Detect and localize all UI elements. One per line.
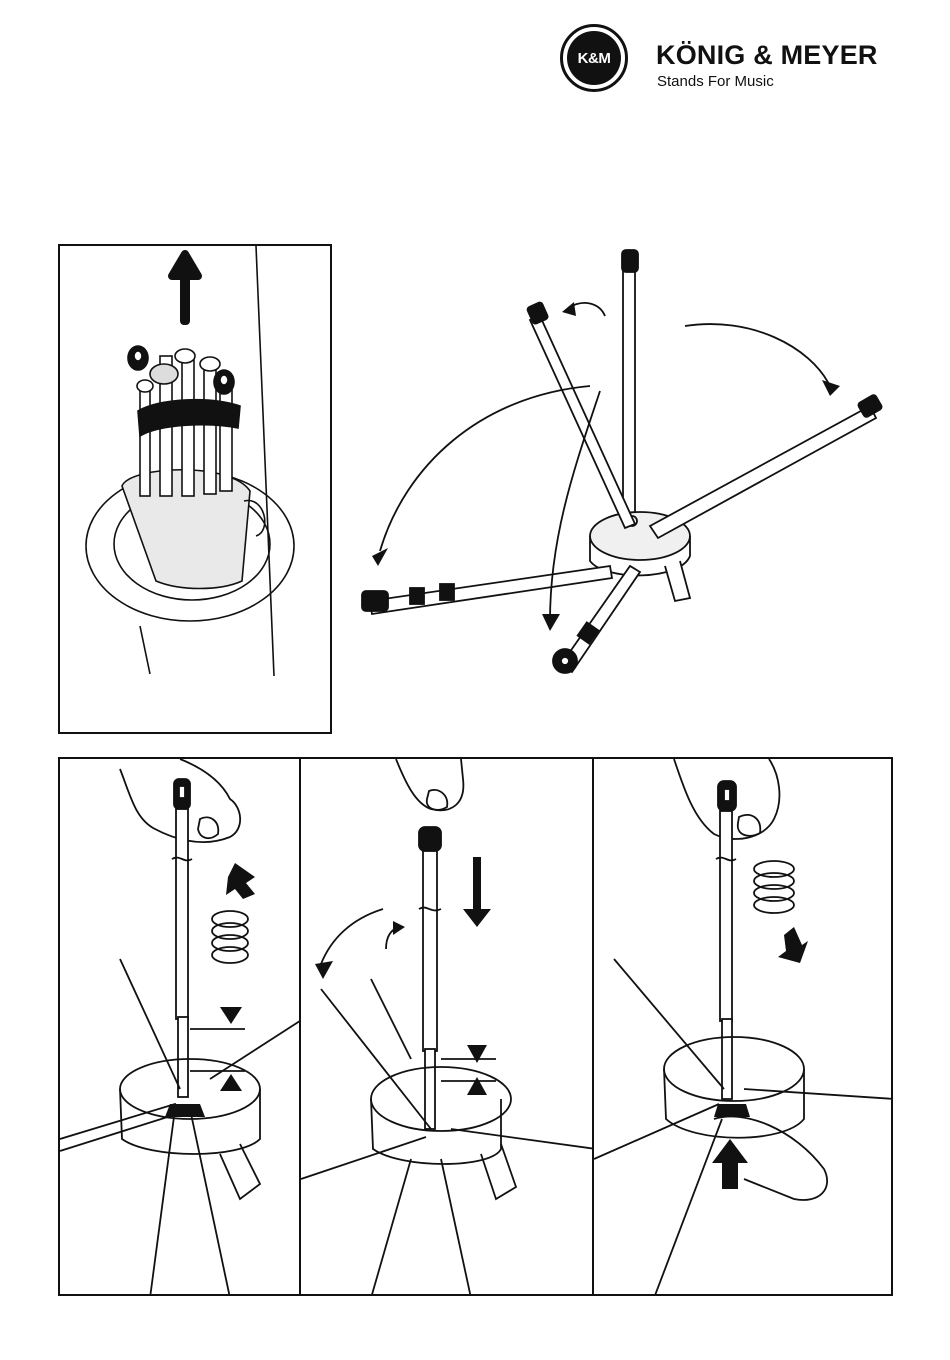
- brand-name: KÖNIG & MEYER: [656, 40, 878, 71]
- spring-release-icon: [60, 759, 301, 1296]
- insert-leg-icon: [301, 759, 594, 1296]
- lock-spring-icon: [594, 759, 893, 1296]
- step5-panel: [592, 757, 893, 1296]
- brand-logo: K&M KÖNIG & MEYER Stands For Music: [560, 24, 930, 94]
- step2-illustration: [350, 236, 910, 696]
- step3-panel: [58, 757, 301, 1296]
- step4-panel: [299, 757, 594, 1296]
- badge-text: K&M: [567, 31, 621, 85]
- brand-tagline: Stands For Music: [657, 73, 774, 90]
- bag-with-stand-icon: [60, 246, 332, 734]
- unfold-legs-icon: [350, 236, 910, 696]
- step1-panel: [58, 244, 332, 734]
- km-badge-icon: K&M: [560, 24, 628, 92]
